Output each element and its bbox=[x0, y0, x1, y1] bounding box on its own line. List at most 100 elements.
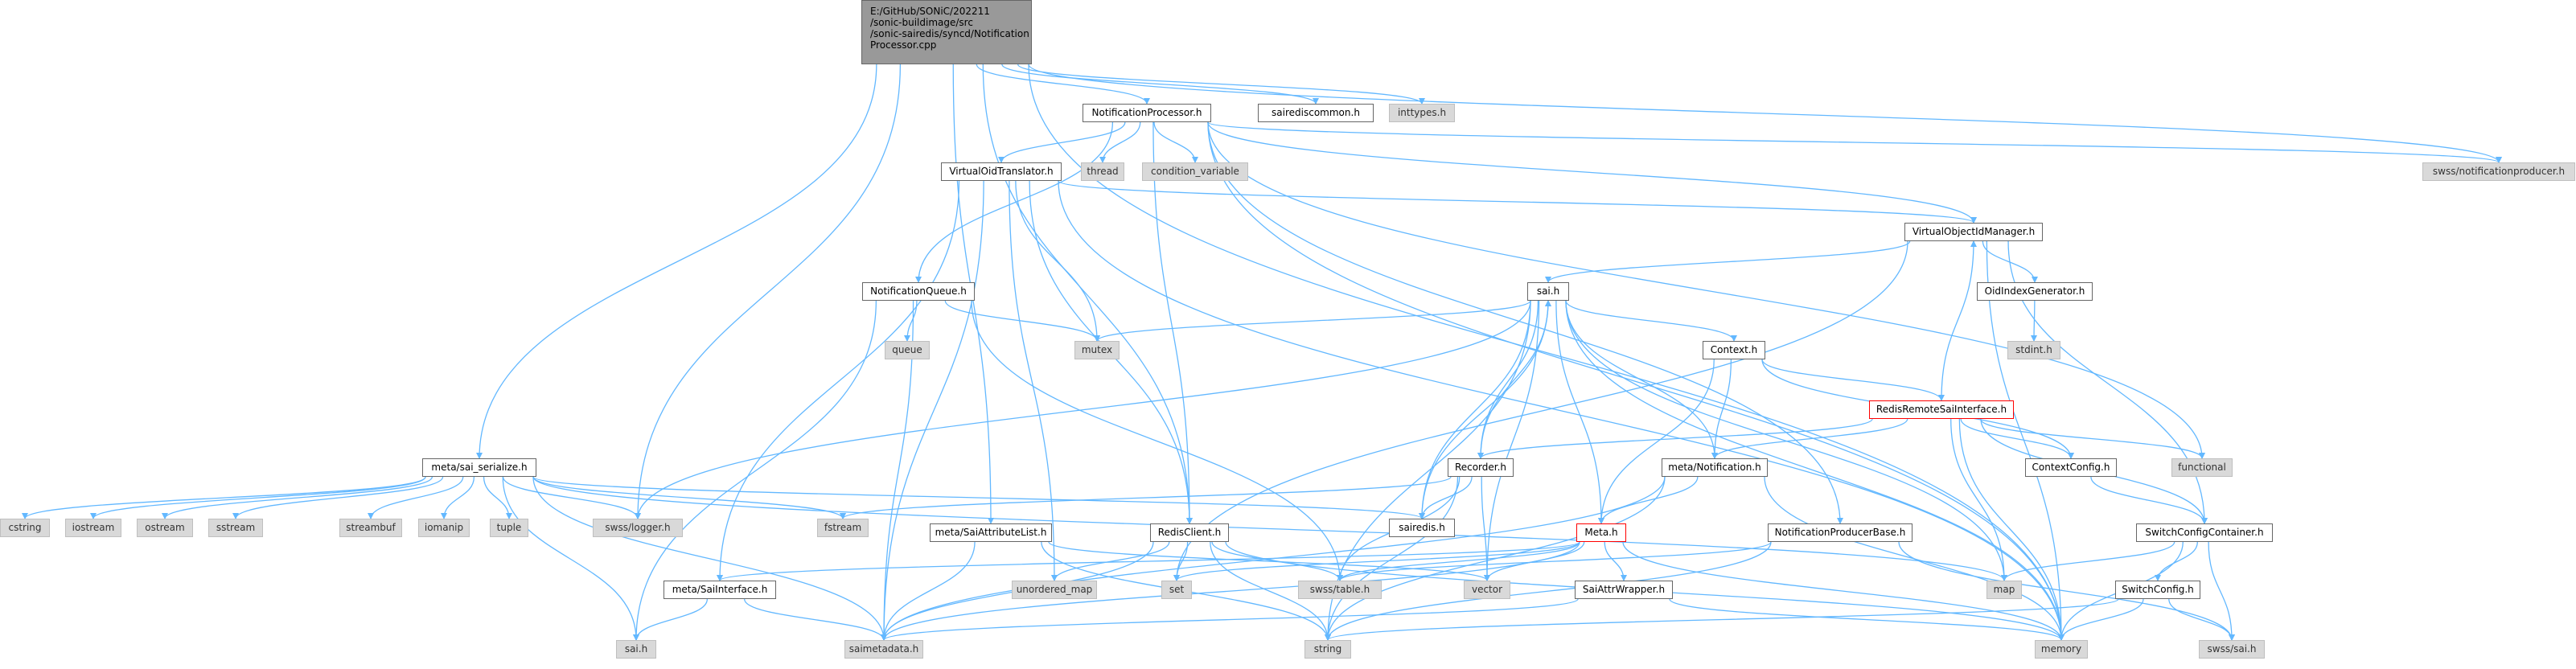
edge-notificationprocessor_h-to-redisclient_h bbox=[1152, 121, 1193, 524]
node-sai-h-top[interactable]: sai.h bbox=[1527, 282, 1569, 301]
node-swss-table-h[interactable]: swss/table.h bbox=[1298, 581, 1382, 599]
edge-meta_sai_serialize_h-to-map bbox=[532, 476, 2007, 581]
edge-meta_sai_serialize_h-to-swss_logger_h bbox=[502, 476, 641, 519]
node-redisremotesaiinterface-h[interactable]: RedisRemoteSaiInterface.h bbox=[1869, 400, 2014, 419]
edge-meta_sai_serialize_h-to-cstring bbox=[22, 476, 426, 519]
edge-notificationprocessor_h-to-thread bbox=[1099, 121, 1141, 163]
node-switchconfig-h[interactable]: SwitchConfig.h bbox=[2115, 581, 2200, 599]
node-virtualoidtranslator-h[interactable]: VirtualOidTranslator.h bbox=[941, 162, 1062, 181]
edge-notificationprocessor_h-to-virtualuidtranslator_h bbox=[998, 121, 1126, 163]
node-notificationproducerbase-h[interactable]: NotificationProducerBase.h bbox=[1768, 523, 1912, 542]
node-sstream[interactable]: sstream bbox=[208, 519, 263, 537]
edge-notificationqueue_h-to-sai_h_bottom bbox=[633, 300, 877, 641]
edge-notificationqueue_h-to-queue bbox=[904, 300, 918, 342]
edge-redisremotesaiinterface_h-to-map bbox=[1950, 418, 2007, 581]
node-functional[interactable]: functional bbox=[2171, 458, 2233, 477]
edge-contextconfig_h-to-switchconfigcontainer_h bbox=[2090, 476, 2208, 524]
node-oidindexgenerator-h[interactable]: OidIndexGenerator.h bbox=[1977, 282, 2093, 301]
node-iomanip[interactable]: iomanip bbox=[418, 519, 470, 537]
node-iostream[interactable]: iostream bbox=[65, 519, 121, 537]
edge-notificationprocessor_h-to-swss_notificationproducer_h bbox=[1207, 121, 2502, 163]
edge-redisremotesaiinterface_h-to-meta_notification_h bbox=[1711, 418, 1908, 459]
edge-notificationprocessor_h-to-functional bbox=[1207, 121, 2205, 459]
edge-sai_h_lower-to-meta_h bbox=[1555, 300, 1604, 524]
node-queue[interactable]: queue bbox=[885, 341, 930, 359]
edge-virtualuidtranslator_h-to-memory bbox=[1058, 180, 2064, 641]
edge-sai_h_lower-to-context_h bbox=[1565, 300, 1737, 342]
edge-meta_sai_serialize_h-to-iomanip bbox=[441, 476, 475, 519]
edge-meta_saiattributelist_h-to-vector bbox=[1048, 541, 1490, 581]
edge-notificationqueue_h-to-saimetadata_h bbox=[881, 300, 914, 641]
edge-sai_h_lower-to-map bbox=[1565, 300, 2007, 581]
edge-notificationproducerbase_h-to-string bbox=[1325, 541, 1772, 641]
node-context-h[interactable]: Context.h bbox=[1703, 341, 1765, 359]
node-saiattrwrapper-h[interactable]: SaiAttrWrapper.h bbox=[1575, 581, 1673, 599]
root-file-node[interactable]: E:/GitHub/SONiC/202211 /sonic-buildimage… bbox=[861, 0, 1032, 64]
edge-notificationprocessor_h-to-condition_variable bbox=[1153, 121, 1198, 163]
edge-switchconfigcontainer_h-to-map bbox=[2001, 541, 2175, 581]
node-meta-sai-serialize-h[interactable]: meta/sai_serialize.h bbox=[422, 458, 536, 477]
edge-notificationqueue_h-to-mutex bbox=[944, 300, 1100, 342]
node-streambuf[interactable]: streambuf bbox=[339, 519, 402, 537]
edge-notificationprocessor_h-to-virtualobjectidmanager_h bbox=[1207, 121, 1977, 224]
node-thread[interactable]: thread bbox=[1081, 162, 1124, 181]
edge-meta_saiinterface_h-to-saimetadata_h bbox=[743, 598, 887, 641]
edge-notificationqueue_h-to-swss_table_h bbox=[971, 300, 1343, 581]
node-map[interactable]: map bbox=[1986, 581, 2022, 599]
edge-context_h-to-meta_notification_h bbox=[1711, 359, 1732, 459]
edge-redisremotesaiinterface_h-to-recorder_h bbox=[1477, 418, 1873, 459]
node-sairediscommon-h[interactable]: sairediscommon.h bbox=[1258, 104, 1374, 122]
edge-meta_h-to-meta_saiinterface_h bbox=[717, 541, 1580, 581]
edge-notificationprocessor_h-to-notificationqueue_h bbox=[915, 121, 1114, 283]
node-virtualobjectidmanager-h[interactable]: VirtualObjectIdManager.h bbox=[1904, 223, 2043, 241]
edge-virtualobjectidmanager_h-to-set bbox=[1173, 240, 1908, 581]
edge-context_h-to-redisremotesaiinterface_h bbox=[1761, 359, 1945, 401]
node-sai-h-bottom[interactable]: sai.h bbox=[616, 640, 656, 659]
node-meta-saiinterface-h[interactable]: meta/SaiInterface.h bbox=[664, 581, 776, 599]
node-recorder-h[interactable]: Recorder.h bbox=[1448, 458, 1514, 477]
node-mutex[interactable]: mutex bbox=[1074, 341, 1120, 359]
node-meta-h[interactable]: Meta.h bbox=[1576, 523, 1626, 542]
edge-sai_h_lower-to-swss_logger_h bbox=[635, 300, 1531, 519]
node-sairedis-h[interactable]: sairedis.h bbox=[1389, 519, 1455, 537]
node-ostream[interactable]: ostream bbox=[137, 519, 193, 537]
edge-recorder_h-to-fstream bbox=[840, 476, 1452, 519]
node-vector[interactable]: vector bbox=[1464, 581, 1510, 599]
edge-sai_h_lower-to-memory bbox=[1565, 300, 2064, 641]
node-redisclient-h[interactable]: RedisClient.h bbox=[1150, 523, 1229, 542]
node-inttypes-h[interactable]: inttypes.h bbox=[1389, 104, 1455, 122]
node-tuple[interactable]: tuple bbox=[490, 519, 528, 537]
edge-meta_h-to-saiattrwrapper_h bbox=[1604, 541, 1627, 581]
edge-sai_h_lower-to-meta_notification_h bbox=[1565, 300, 1718, 459]
edge-meta_sai_serialize_h-to-sstream bbox=[232, 476, 444, 519]
node-switchconfigcontainer-h[interactable]: SwitchConfigContainer.h bbox=[2136, 523, 2273, 542]
node-fstream[interactable]: fstream bbox=[817, 519, 869, 537]
edge-meta_sai_serialize_h-to-ostream bbox=[162, 476, 433, 519]
edge-notificationproducerbase_h-to-swss_table_h bbox=[1337, 541, 1772, 581]
node-unordered-map[interactable]: unordered_map bbox=[1012, 581, 1097, 599]
node-notificationqueue-h[interactable]: NotificationQueue.h bbox=[862, 282, 975, 301]
edge-virtualuidtranslator_h-to-mutex bbox=[1015, 180, 1100, 342]
node-cstring[interactable]: cstring bbox=[0, 519, 50, 537]
edge-sai_h_lower-to-sairedis_h bbox=[1419, 300, 1531, 519]
node-contextconfig-h[interactable]: ContextConfig.h bbox=[2025, 458, 2117, 477]
node-meta-saiattributelist-h[interactable]: meta/SaiAttributeList.h bbox=[930, 523, 1052, 542]
node-stdint-h[interactable]: stdint.h bbox=[2007, 341, 2060, 359]
edge-root-to-sairediscommon_h bbox=[1001, 64, 1319, 105]
edge-redisremotesaiinterface_h-to-memory bbox=[1958, 418, 2064, 641]
edge-meta_saiattributelist_h-to-saimetadata_h bbox=[881, 541, 976, 641]
node-condition-variable[interactable]: condition_variable bbox=[1142, 162, 1248, 181]
node-memory[interactable]: memory bbox=[2035, 640, 2088, 659]
node-swss-notificationproducer-h[interactable]: swss/notificationproducer.h bbox=[2422, 162, 2575, 181]
edge-root-to-notificationprocessor_h bbox=[976, 64, 1150, 105]
node-notificationprocessor-h[interactable]: NotificationProcessor.h bbox=[1083, 104, 1211, 122]
node-meta-notification-h[interactable]: meta/Notification.h bbox=[1662, 458, 1768, 477]
node-swss-sai-h[interactable]: swss/sai.h bbox=[2199, 640, 2265, 659]
node-string[interactable]: string bbox=[1304, 640, 1351, 659]
edge-redisclient_h-to-unordered_map bbox=[1051, 541, 1170, 581]
edge-root-to-swss_logger_h bbox=[635, 64, 902, 519]
edge-meta_sai_serialize_h-to-sai_h_bottom bbox=[502, 476, 639, 641]
node-swss-logger-h[interactable]: swss/logger.h bbox=[593, 519, 683, 537]
node-set[interactable]: set bbox=[1161, 581, 1192, 599]
node-saimetadata-h[interactable]: saimetadata.h bbox=[844, 640, 923, 659]
